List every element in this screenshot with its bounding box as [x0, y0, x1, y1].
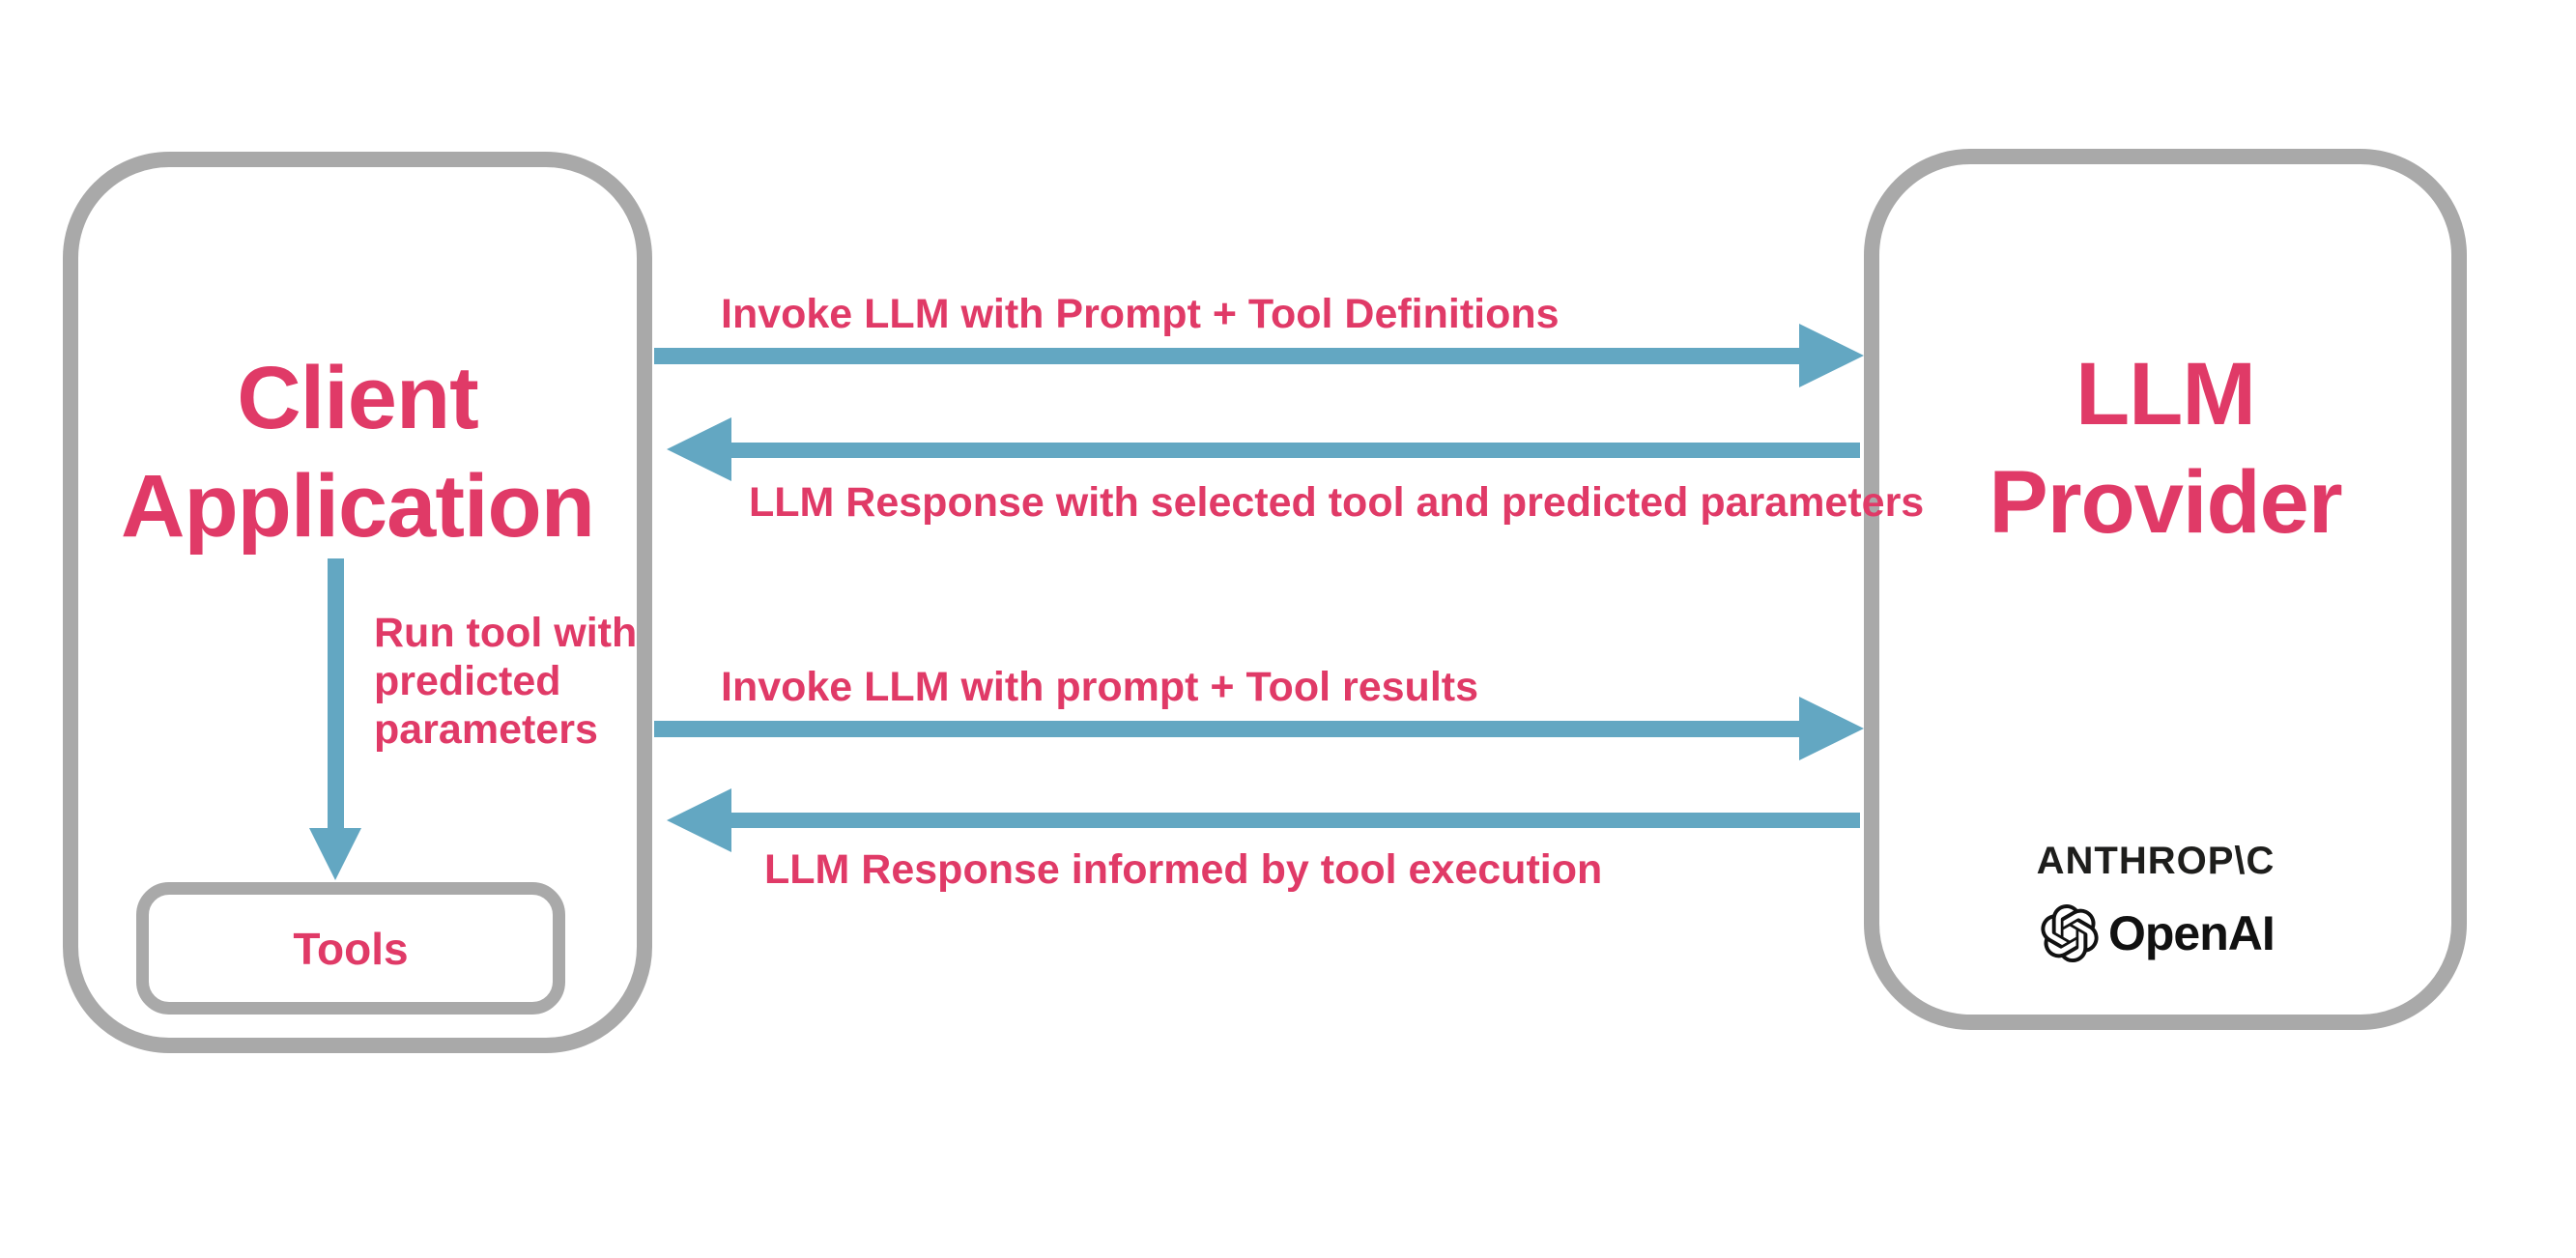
- arrow-run-tool-shaft: [328, 558, 344, 829]
- arrow-invoke-results-shaft: [654, 721, 1802, 737]
- tools-box: Tools: [136, 882, 565, 1015]
- llm-provider-box: [1864, 149, 2467, 1030]
- arrow-response-informed-head-icon: [667, 788, 731, 852]
- arrow-invoke-results-head-icon: [1799, 697, 1864, 760]
- arrow-invoke-definitions-head-icon: [1799, 324, 1864, 387]
- arrow-invoke-results-label: Invoke LLM with prompt + Tool results: [721, 664, 1478, 710]
- arrow-run-tool-head-icon: [309, 828, 361, 880]
- arrow-response-selected-tool-head-icon: [667, 417, 731, 481]
- openai-logo: OpenAI: [2041, 904, 2275, 962]
- tools-label: Tools: [293, 923, 409, 974]
- client-application-title: Client Application: [63, 344, 652, 560]
- llm-provider-title: LLM Provider: [1864, 340, 2467, 557]
- anthropic-logo: ANTHROP\C: [2036, 840, 2275, 882]
- arrow-invoke-definitions-shaft: [654, 348, 1802, 364]
- openai-wordmark: OpenAI: [2108, 906, 2275, 960]
- arrow-response-selected-tool-shaft: [725, 443, 1860, 458]
- arrow-invoke-definitions-label: Invoke LLM with Prompt + Tool Definition…: [721, 291, 1560, 337]
- arrow-response-selected-tool-label: LLM Response with selected tool and pred…: [749, 479, 1925, 526]
- arrow-response-informed-label: LLM Response informed by tool execution: [764, 846, 1603, 893]
- provider-title-line1: LLM: [2075, 345, 2256, 443]
- client-title-line2: Application: [121, 457, 595, 556]
- client-title-line1: Client: [237, 349, 479, 447]
- openai-mark-icon: [2041, 904, 2099, 962]
- provider-title-line2: Provider: [1989, 453, 2342, 552]
- arrow-response-informed-shaft: [725, 813, 1860, 828]
- arrow-run-tool-label: Run tool with predicted parameters: [374, 610, 638, 753]
